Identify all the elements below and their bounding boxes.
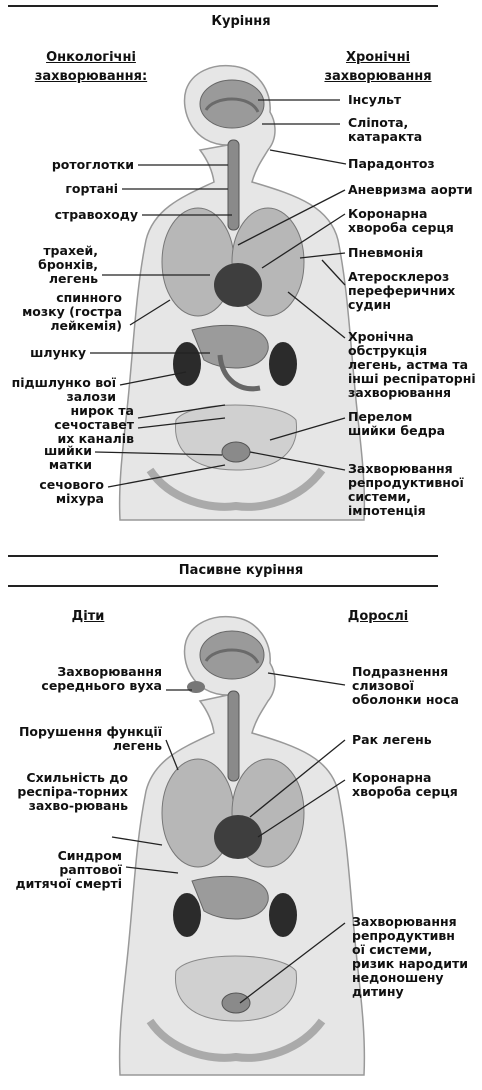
label-aortic-aneurysm: Аневризма аорти	[348, 183, 480, 197]
label-coronary-heart-disease: Коронарна хвороба серця	[348, 207, 474, 235]
smoking-panel: Куріння Онкологічні захворювання: Хроніч…	[0, 0, 482, 555]
passive-smoking-panel: Пасивне куріння Діти Дорослі	[0, 555, 482, 1090]
label-larynx: гортані	[10, 182, 118, 196]
label-pancreas: підшлунко вої залози	[10, 376, 116, 404]
label-lung-function: Порушення функції легень	[10, 725, 162, 753]
label-atherosclerosis: Атеросклероз переферичних судин	[348, 270, 478, 312]
label-middle-ear: Захворювання середнього вуха	[10, 665, 162, 693]
label-stroke: Інсульт	[348, 93, 478, 107]
label-trachea-bronchi-lungs: трахей, бронхів, легень	[10, 244, 98, 286]
label-oropharynx: ротоглотки	[10, 158, 134, 172]
label-cervix: шийки матки	[10, 444, 92, 472]
label-spinal-cord-leukemia: спинного мозку (гостра лейкемія)	[10, 291, 122, 333]
label-reproductive-impotence: Захворювання репродуктивної системи, імп…	[348, 462, 478, 518]
label-coronary-heart-disease-2: Коронарна хвороба серця	[352, 771, 472, 799]
label-kidneys: нирок та сечоставет	[10, 404, 134, 432]
label-reproductive-premature: Захворювання репродуктивн ої системи, ри…	[352, 915, 470, 999]
label-stomach: шлунку	[10, 346, 86, 360]
label-blindness-cataract: Сліпота, катаракта	[348, 116, 458, 144]
label-nasal-irritation: Подразнення слизової оболонки носа	[352, 665, 472, 707]
label-sids: Синдром раптової дитячої смерті	[10, 849, 122, 891]
label-copd-asthma: Хронічна обструкція легень, астма та інш…	[348, 330, 476, 400]
label-pneumonia: Пневмонія	[348, 246, 478, 260]
label-periodontitis: Парадонтоз	[348, 157, 478, 171]
label-hip-fracture: Перелом шийки бедра	[348, 410, 458, 438]
label-respiratory-susceptibility: Схильність до респіра-торних захво-рюван…	[10, 771, 128, 813]
label-lung-cancer: Рак легень	[352, 733, 472, 747]
label-esophagus: стравоходу	[10, 208, 138, 222]
label-bladder: сечового міхура	[10, 478, 104, 506]
body-figure-illustration-2	[0, 555, 482, 1090]
